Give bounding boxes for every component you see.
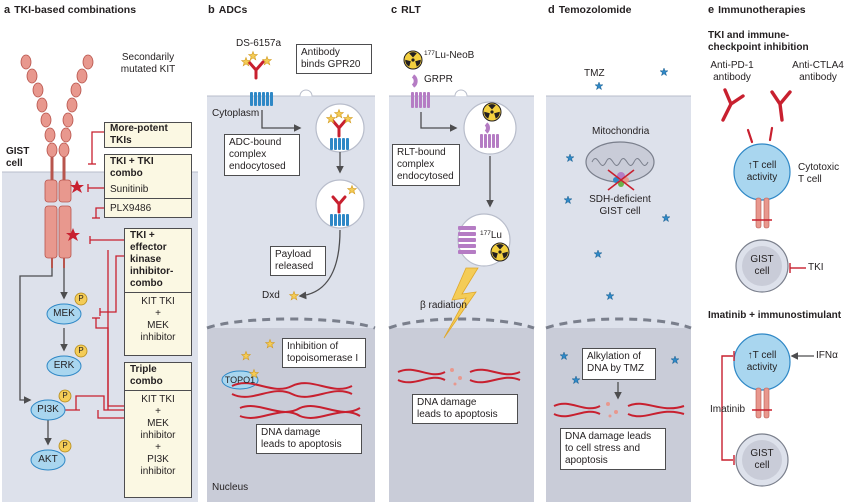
lu-label: 177Lu xyxy=(480,230,502,241)
phospho-badge: P xyxy=(78,294,84,303)
anti-ctla4-antibody xyxy=(770,90,792,122)
tki-tki-combo-box xyxy=(104,154,192,218)
phospho-badge: P xyxy=(78,346,84,355)
tki-label-e: TKI xyxy=(808,262,824,273)
phospho-badge: P xyxy=(62,391,68,400)
plx9486-label: PLX9486 xyxy=(110,203,152,214)
dna-helix-b xyxy=(231,382,361,419)
adc-drug xyxy=(241,51,272,80)
imatinib-immunostimulant-subtitle: Imatinib + immunostimulant xyxy=(708,310,842,321)
mitochondria-label: Mitochondria xyxy=(592,126,650,137)
tmz-label: TMZ xyxy=(584,68,605,79)
effector-combo-drugs: KIT TKI + MEK inhibitor xyxy=(140,296,176,343)
immune-checkpoint-subtitle: TKI and immune-checkpoint inhibition xyxy=(708,30,809,53)
triple-combo-drugs: KIT TKI + MEK inhibitor + PI3K inhibitor xyxy=(140,394,176,477)
dna-helix-c xyxy=(397,368,521,384)
mutation-star-1 xyxy=(70,180,84,193)
signalling-nodes xyxy=(30,303,82,471)
more-potent-tkis-box xyxy=(104,122,192,148)
sunitinib-label: Sunitinib xyxy=(110,184,149,195)
erk-node: ERK xyxy=(53,360,75,371)
effector-combo-label: TKI + effector kinase inhibitor- combo xyxy=(130,230,174,289)
nucleus-label: Nucleus xyxy=(212,482,249,493)
ds6157a-label: DS-6157a xyxy=(236,38,282,49)
kit-receptor-intracellular xyxy=(44,179,72,259)
lu-neob-label: 177Lu-NeoB xyxy=(424,50,475,61)
akt-node: AKT xyxy=(38,454,58,465)
cytoplasm-label: Cytoplasm xyxy=(212,108,260,119)
kit-receptor-extracellular xyxy=(20,54,94,158)
phospho-badge: P xyxy=(62,441,68,450)
mek-node: MEK xyxy=(53,308,75,319)
dxd-label: Dxd xyxy=(262,290,280,301)
imatinib-label: Imatinib xyxy=(710,404,746,415)
grpr-label: GRPR xyxy=(424,74,453,85)
anti-pd1-antibody xyxy=(721,88,745,122)
pi3k-node: PI3K xyxy=(37,404,59,415)
beta-radiation-label: β radiation xyxy=(420,300,467,311)
dna-helix-d xyxy=(553,402,685,418)
triple-combo-box xyxy=(124,362,192,498)
gpr20-receptor xyxy=(250,92,273,106)
mutation-star-2 xyxy=(66,228,80,241)
topo1-label: TOPO1 xyxy=(224,375,256,385)
ifn-alpha-label: IFNα xyxy=(816,350,838,361)
sdh-complex xyxy=(607,169,635,191)
beta-lightning xyxy=(443,267,479,339)
